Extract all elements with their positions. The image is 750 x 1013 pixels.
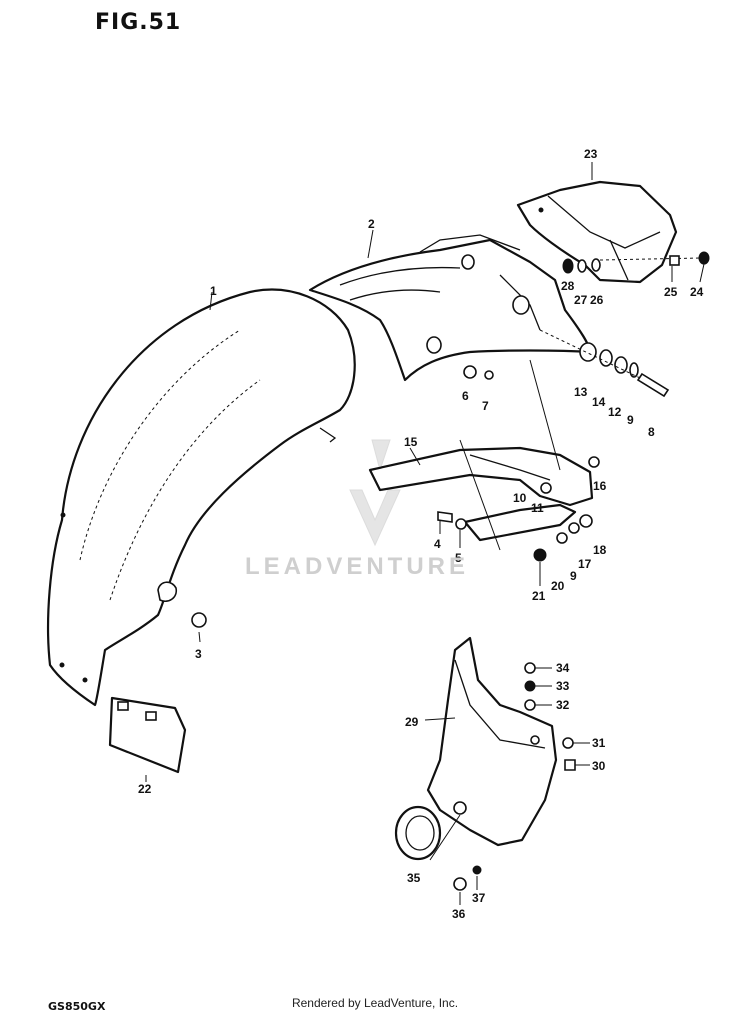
callout-22: 22 [138,782,152,796]
callout-28: 28 [561,279,575,293]
watermark-text: LEADVENTURE [245,553,470,580]
callout-35: 35 [407,871,421,885]
callout-9b: 9 [570,569,577,583]
callout-15: 15 [404,435,418,449]
callout-16: 16 [593,479,607,493]
callout-34: 34 [556,661,570,675]
callout-2: 2 [368,217,375,231]
callout-8: 8 [648,425,655,439]
figure-title: FIG.51 [95,10,182,35]
callout-7: 7 [482,399,489,413]
render-credit: Rendered by LeadVenture, Inc. [291,996,459,1010]
leader-lines [145,162,705,905]
reflector-plate [108,696,187,774]
inner-fender [308,234,592,382]
watermark-logo [349,439,401,547]
hardware-lower-right [453,662,576,891]
callout-1: 1 [210,284,217,298]
callout-25: 25 [664,285,678,299]
hardware-row-top [562,251,710,274]
hardware-6-7 [463,365,494,380]
callout-26: 26 [590,293,604,307]
hardware-row-lower [191,456,600,628]
callout-11: 11 [531,501,544,515]
callout-32: 32 [556,698,570,712]
callout-5: 5 [455,551,462,565]
callout-9a: 9 [627,413,634,427]
callout-labels: 1 2 3 4 5 6 7 8 9 10 11 12 13 14 15 16 1… [138,147,704,921]
callout-4: 4 [434,537,441,551]
callout-29: 29 [405,715,419,729]
callout-37: 37 [472,891,486,905]
callout-31: 31 [592,736,606,750]
rear-fender [46,288,356,707]
license-bracket [516,180,701,284]
callout-10: 10 [513,491,527,505]
callout-36: 36 [452,907,466,921]
model-code: GS850GX [48,1000,106,1013]
callout-18: 18 [593,543,607,557]
round-lamp [394,805,461,861]
hardware-row-upper [539,329,670,398]
callout-23: 23 [584,147,598,161]
callout-20: 20 [551,579,565,593]
callout-27: 27 [574,293,588,307]
lower-mudguard [426,636,558,847]
callout-21: 21 [532,589,546,603]
callout-13: 13 [574,385,588,399]
callout-17: 17 [578,557,592,571]
callout-24: 24 [690,285,704,299]
callout-30: 30 [592,759,606,773]
callout-14: 14 [592,395,606,409]
callout-12: 12 [608,405,622,419]
callout-6: 6 [462,389,469,403]
mounting-bar [368,359,594,551]
callout-33: 33 [556,679,570,693]
callout-3: 3 [195,647,202,661]
